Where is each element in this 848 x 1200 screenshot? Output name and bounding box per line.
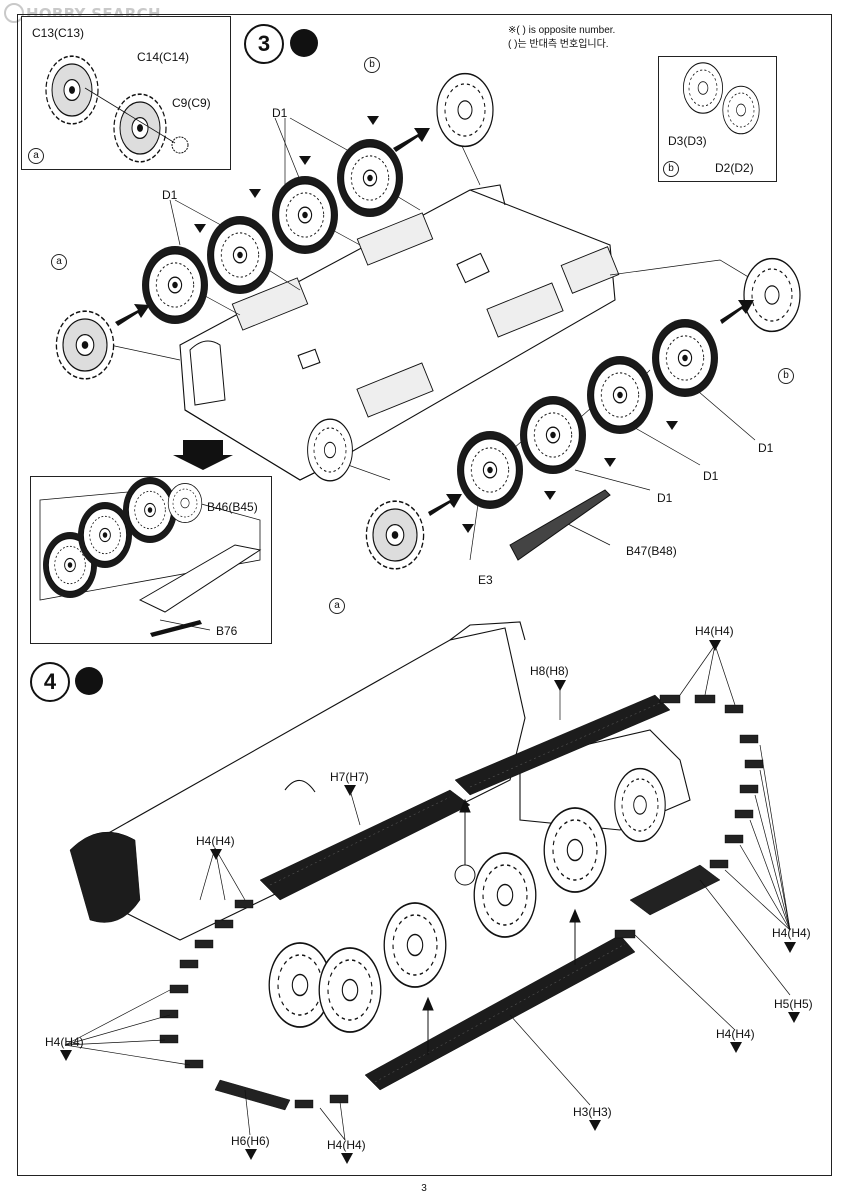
cement-icon-step4: [75, 667, 103, 695]
label-e3: E3: [478, 573, 493, 587]
label-h3: H3(H3): [573, 1105, 612, 1119]
label-h4-left-top: H4(H4): [196, 834, 235, 848]
label-b46: B46(B45): [207, 500, 258, 514]
inset-a-art: [45, 55, 189, 163]
opposite-number-note-korean: ( )는 반대측 번호입니다.: [508, 39, 609, 50]
hull-lower: [179, 184, 616, 481]
logo-icon: [4, 3, 24, 23]
label-d2: D2(D2): [715, 161, 754, 175]
label-h6: H6(H6): [231, 1134, 270, 1148]
label-d1-top: D1: [272, 106, 288, 120]
idler-hull: [306, 418, 354, 482]
hull-upper-step4: [104, 621, 691, 941]
label-b76: B76: [216, 624, 238, 638]
label-h7: H7(H7): [330, 770, 369, 784]
ref-a-inset: a: [28, 148, 44, 164]
label-h4-right: H4(H4): [772, 926, 811, 940]
part-b47: [509, 489, 611, 561]
label-d3: D3(D3): [668, 134, 707, 148]
label-d1-right-2: D1: [703, 469, 719, 483]
label-d1-right-1: D1: [758, 441, 774, 455]
label-h4-left: H4(H4): [45, 1035, 84, 1049]
page-number: 3: [421, 1183, 427, 1194]
sprocket-left: [55, 310, 115, 380]
down-arrow-icon: [173, 440, 233, 470]
suspension-units: [231, 212, 620, 418]
idler-right: [743, 257, 801, 333]
label-h4-bottom: H4(H4): [327, 1138, 366, 1152]
idler-top: [436, 72, 494, 148]
label-d1-right-3: D1: [657, 491, 673, 505]
ref-b-inset: b: [663, 161, 679, 177]
label-c14: C14(C14): [137, 50, 190, 64]
label-h8: H8(H8): [530, 664, 569, 678]
label-h5: H5(H5): [774, 997, 813, 1011]
ref-a-left: a: [51, 254, 67, 270]
page-frame: [17, 14, 832, 1176]
label-b47: B47(B48): [626, 544, 677, 558]
label-d1-left: D1: [162, 188, 178, 202]
cement-icon: [290, 29, 318, 57]
opposite-number-note: ※( ) is opposite number.: [508, 25, 616, 36]
sprocket-lower: [365, 500, 425, 570]
label-c9: C9(C9): [172, 96, 211, 110]
label-h4-top: H4(H4): [695, 624, 734, 638]
inset-b-art: [682, 62, 760, 135]
step-3-number: 3: [244, 24, 284, 64]
track-runs: [69, 694, 671, 1091]
track-links: [159, 694, 764, 1111]
ref-b-top: b: [364, 57, 380, 73]
step-4-number: 4: [30, 662, 70, 702]
ref-b-right: b: [778, 368, 794, 384]
label-c13: C13(C13): [32, 26, 85, 40]
ref-a-bottom: a: [329, 598, 345, 614]
detail-callout-art: [39, 476, 262, 637]
fender-part: [189, 340, 226, 406]
label-h4-right-low: H4(H4): [716, 1027, 755, 1041]
